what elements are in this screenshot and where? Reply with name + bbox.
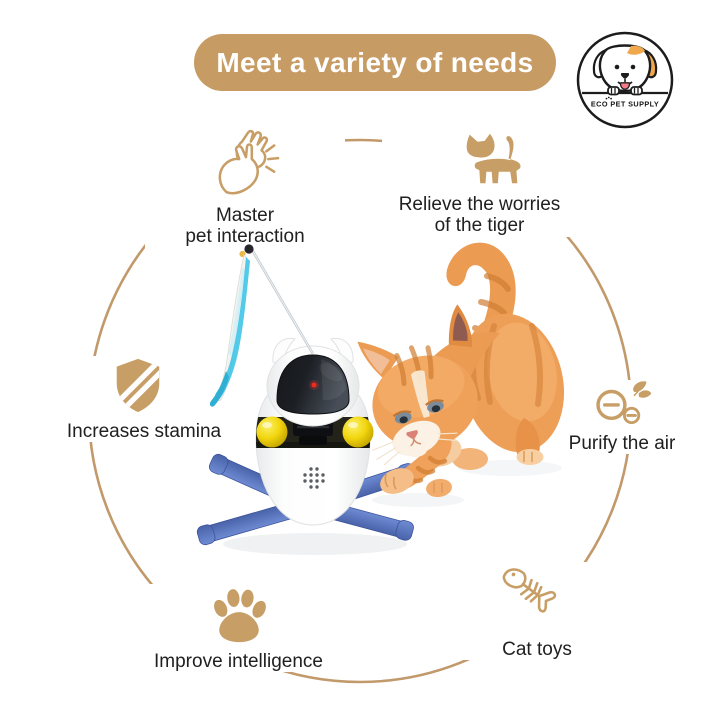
brand-logo: ECO PET SUPPLY	[575, 30, 675, 130]
toy-ball-left	[256, 416, 288, 448]
logo-brand-text: ECO PET SUPPLY	[591, 100, 659, 109]
fish-skeleton-icon	[490, 562, 558, 637]
kitten-nose	[406, 430, 418, 439]
banner: Meet a variety of needs	[194, 34, 556, 91]
laser-dot	[311, 382, 317, 388]
feature-increases-stamina: Increases stamina	[55, 356, 233, 443]
feature-purify-the-air: Purify the air	[546, 380, 698, 455]
feature-label: Improve intelligence	[154, 651, 323, 672]
kitten-head	[357, 304, 478, 466]
kitten-paw	[380, 468, 414, 494]
feature-label: Purify the air	[568, 433, 676, 454]
teaser-ribbon	[209, 254, 250, 407]
paw-print-icon	[208, 584, 270, 649]
feature-label: Increases stamina	[66, 421, 222, 442]
kitten-illustration	[357, 242, 565, 498]
speaker-grille	[303, 467, 325, 489]
feature-master-pet-interaction: Master pet interaction	[145, 126, 345, 248]
clapping-hands-icon	[210, 126, 280, 203]
product-photo	[180, 228, 580, 563]
feature-label: Relieve the worries of the tiger	[398, 194, 561, 237]
purify-air-icon	[591, 380, 653, 431]
dog-logo-icon: ECO PET SUPPLY	[576, 31, 674, 129]
toy-ball-right	[342, 416, 374, 448]
feature-label: Master pet interaction	[185, 205, 305, 248]
shield-icon	[112, 356, 164, 419]
teaser-wand	[239, 244, 315, 355]
feature-label: Cat toys	[502, 639, 572, 660]
cat-toy-illustration	[209, 244, 374, 526]
feature-relieve-the-worries: Relieve the worries of the tiger	[382, 130, 577, 237]
feature-cat-toys: Cat toys	[446, 562, 628, 661]
cat-silhouette-icon	[459, 130, 535, 192]
banner-title: Meet a variety of needs	[216, 46, 534, 78]
feature-improve-intelligence: Improve intelligence	[136, 584, 341, 673]
